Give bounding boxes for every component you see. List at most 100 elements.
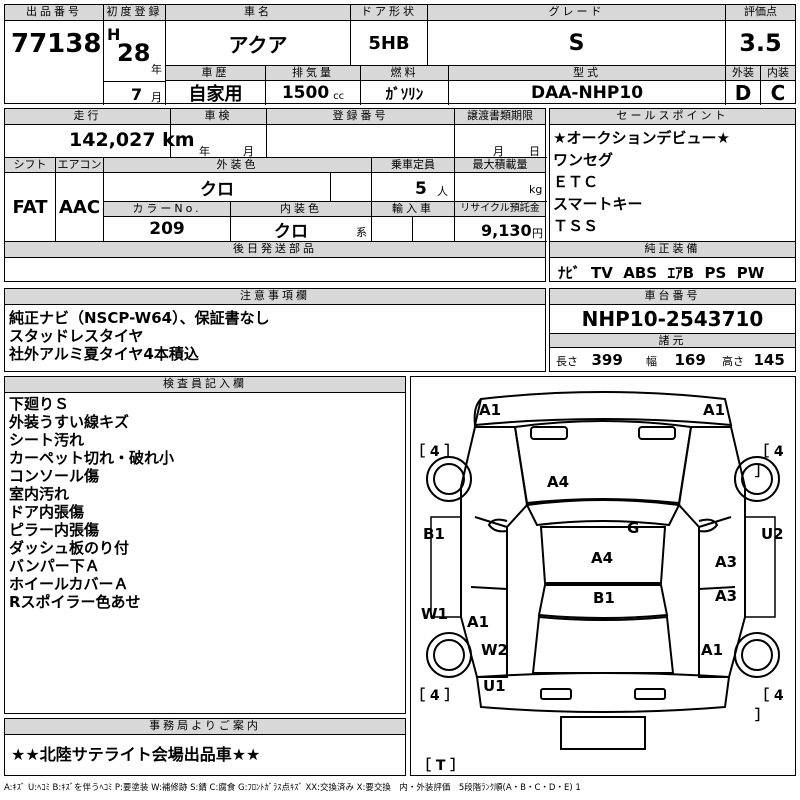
label-left-rear-door: W1 <box>421 605 448 623</box>
sales-point-item: ワンセグ <box>553 151 614 169</box>
displacement: 1500 cc <box>266 81 360 105</box>
car-outline <box>426 391 780 750</box>
capacity-value: 5 <box>415 179 427 199</box>
equipment-item: ﾅﾋﾞ <box>558 264 581 282</box>
specs-height-label: 高さ <box>722 355 744 368</box>
first-reg-month-unit: 月 <box>151 91 162 104</box>
equipment-item: PS <box>704 264 727 282</box>
mileage-value: 142,027 <box>69 129 156 151</box>
note-item: 社外アルミ夏タイヤ4本積込 <box>9 345 199 363</box>
displacement-value: 1500 <box>281 83 330 103</box>
first-reg-year-unit: 年 <box>151 63 162 76</box>
fuel-header: 燃料 <box>361 66 448 81</box>
inspector-item: ピラー内張傷 <box>9 521 100 539</box>
color-no: 209 <box>149 219 185 239</box>
chassis-number: NHP10-2543710 <box>581 307 764 331</box>
inspector-item: 外装うすい線キズ <box>9 413 130 431</box>
inspection-header: 車検 <box>171 109 266 125</box>
specs-width-label: 幅 <box>646 355 657 368</box>
import-header: 輸入車 <box>372 202 454 217</box>
chassis-block: 車台番号 NHP10-2543710 諸元 長さ 399 幅 169 高さ 14… <box>549 288 796 372</box>
inspector-list: 下廻りＳ 外装うすい線キズ シート汚れ カーペット切れ・破れ小 コンソール傷 室… <box>9 395 174 611</box>
ext-color-header: 外装色 <box>104 158 371 173</box>
first-reg-year: 28 <box>117 39 151 67</box>
car-name: アクア <box>228 32 288 57</box>
label-right-front-door-top: U2 <box>761 525 784 543</box>
label-tire-fl: ［ 4 ］ <box>411 444 459 460</box>
interior-score-header: 内装 <box>761 66 795 81</box>
genuine-equipment-header: 純正装備 <box>550 242 795 258</box>
specs-length-label: 長さ <box>556 355 578 368</box>
later-parts-header: 後日発送部品 <box>5 242 545 258</box>
genuine-equipment: ﾅﾋﾞ TV ABS ｴｱB PS PW <box>558 262 764 283</box>
car-name-header: 車名 <box>166 5 350 21</box>
chassis-header: 車台番号 <box>550 289 795 305</box>
label-left-rear-fender: W2 <box>481 641 508 659</box>
transfer-header: 譲渡書類期限 <box>455 109 545 125</box>
equipment-item: ABS <box>623 264 658 282</box>
specs-width-value: 169 <box>674 351 706 369</box>
ext-color: クロ <box>200 179 234 200</box>
mileage: 142,027 km <box>69 129 195 151</box>
label-roof: A4 <box>591 549 614 567</box>
lot-number: 77138 <box>11 29 102 59</box>
inspector-item: Rスポイラー色あせ <box>9 593 141 611</box>
history-header: 車歴 <box>166 66 265 81</box>
grade: S <box>568 30 585 56</box>
sales-point-item: ★オークションデビュー★ <box>553 129 730 147</box>
inspector-item: カーペット切れ・破れ小 <box>9 449 175 467</box>
exterior-score-header: 外装 <box>726 66 760 81</box>
label-tire-fr: ［ 4 ］ <box>755 444 784 480</box>
label-glass: G <box>627 519 640 537</box>
note-item: スタッドレスタイヤ <box>9 327 144 345</box>
note-item: 純正ナビ（NSCP-W64）、保証書なし <box>9 309 270 327</box>
max-load-unit: kg <box>529 183 543 196</box>
max-load-header: 最大積載量 <box>455 158 545 173</box>
specs-height-value: 145 <box>753 351 785 369</box>
notes-block: 注意事項欄 純正ナビ（NSCP-W64）、保証書なし スタッドレスタイヤ 社外ア… <box>4 288 546 372</box>
specs-width: 幅 169 <box>646 351 706 369</box>
label-rear-left: U1 <box>483 677 506 695</box>
recycle-value: 9,130 <box>481 221 532 240</box>
specs-header: 諸元 <box>550 334 795 348</box>
car-damage-diagram: A1 A1 ［ 4 ］ ［ 4 ］ A4 G B1 U2 A4 A3 B1 A3… <box>410 376 796 776</box>
sales-points-list: ★オークションデビュー★ ワンセグ ＥＴＣ スマートキー ＴＳＳ <box>553 129 730 239</box>
office-block: 事務局よりご案内 ★★北陸サテライト会場出品車★★ <box>4 718 406 776</box>
interior-score: C <box>770 81 786 105</box>
first-reg-header: 初度登録 <box>104 5 165 21</box>
inspection-year-unit: 年 <box>199 145 210 158</box>
first-reg-month: 7 <box>131 85 143 104</box>
aircon: AAC <box>58 196 101 218</box>
car-history: 自家用 <box>188 84 243 105</box>
color-no-header: カラーNo. <box>104 202 230 217</box>
door-type: 5HB <box>368 32 410 54</box>
inspector-item: ダッシュ板のり付 <box>9 539 130 557</box>
grade-header: グレード <box>428 5 725 21</box>
exterior-score: D <box>734 81 752 105</box>
equipment-item: TV <box>590 264 613 282</box>
int-color-unit: 系 <box>356 226 367 239</box>
aircon-header: エアコン <box>56 158 103 173</box>
label-right-rear-fender: A1 <box>701 641 724 659</box>
inspector-item: 下廻りＳ <box>9 395 70 413</box>
mileage-unit: km <box>162 129 195 151</box>
model-code-header: 型式 <box>449 66 725 81</box>
inspector-block: 検査員記入欄 下廻りＳ 外装うすい線キズ シート汚れ カーペット切れ・破れ小 コ… <box>4 376 406 714</box>
equipment-item: ｴｱB <box>667 264 695 282</box>
label-front-left: A1 <box>479 401 502 419</box>
shift-header: シフト <box>5 158 55 173</box>
inspector-item: シート汚れ <box>9 431 85 449</box>
transfer-month-unit: 月 <box>493 145 504 158</box>
inspector-item: ホイールカバーＡ <box>9 575 129 593</box>
inspector-item: 室内汚れ <box>9 485 70 503</box>
fuel: ｶﾞｿﾘﾝ <box>385 84 424 103</box>
door-header: ドア形状 <box>351 5 427 21</box>
score-header: 評価点 <box>726 5 795 21</box>
inspector-header: 検査員記入欄 <box>5 377 405 393</box>
displacement-header: 排気量 <box>266 66 360 81</box>
inspector-item: バンパー下Ａ <box>9 557 100 575</box>
inspection-month-unit: 月 <box>243 145 254 158</box>
recycle-header: リサイクル預託金 <box>455 202 545 217</box>
capacity-header: 乗車定員 <box>372 158 454 173</box>
label-left-front-fender: B1 <box>423 525 445 543</box>
